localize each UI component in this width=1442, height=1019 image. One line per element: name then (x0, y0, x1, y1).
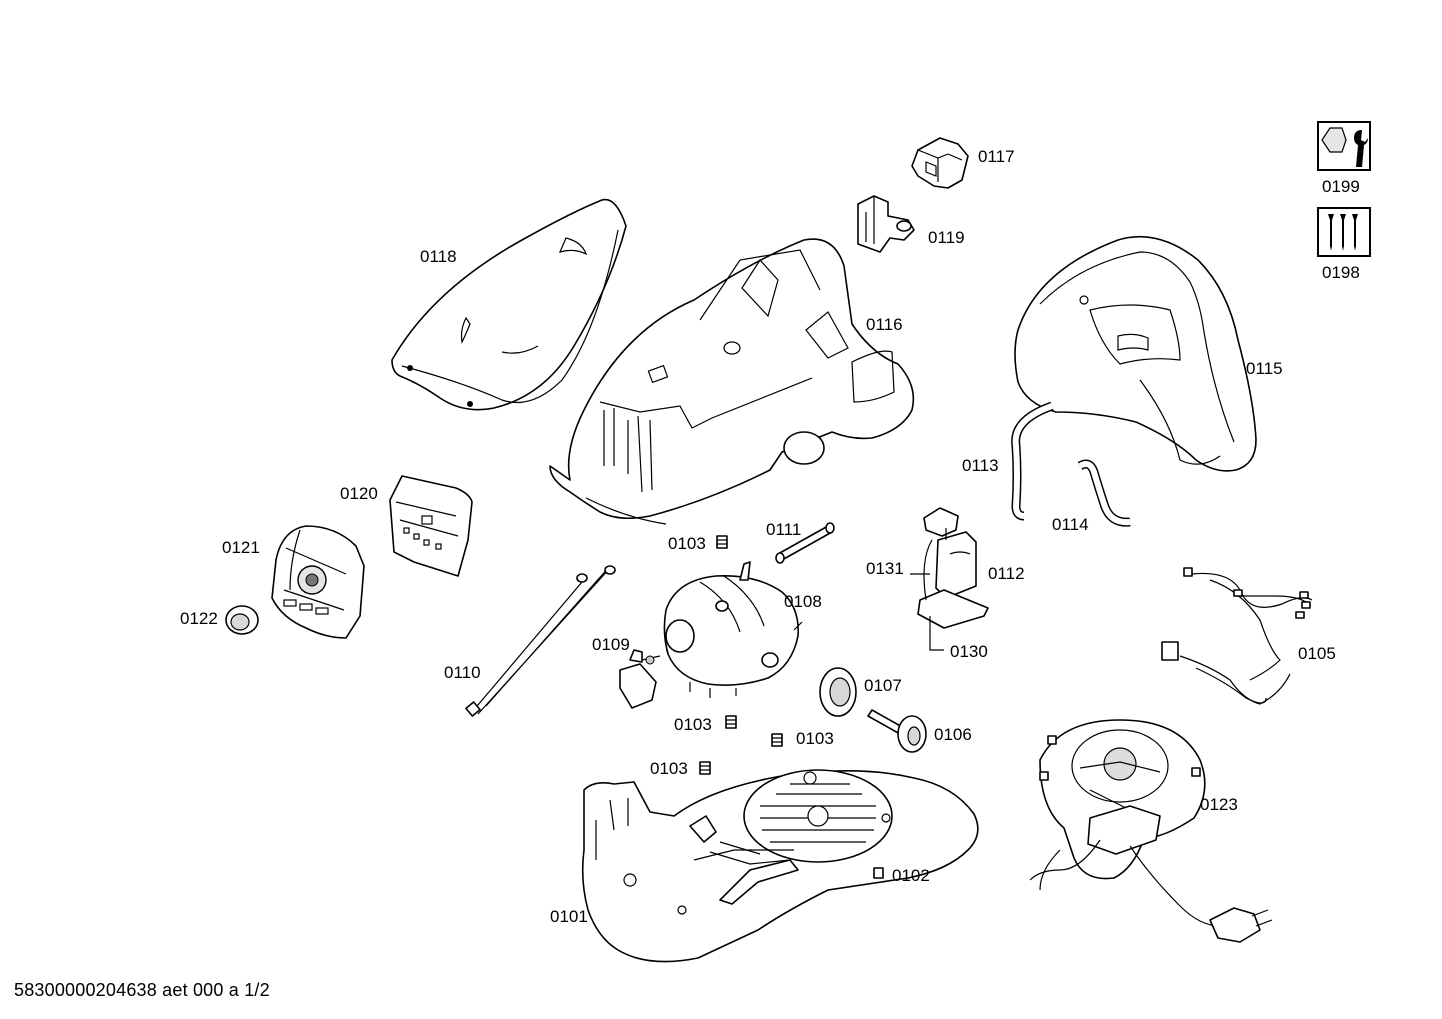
part-0109-drawing (619, 649, 661, 709)
part-0121-drawing (271, 525, 365, 639)
part-label-0130: 0130 (950, 642, 988, 661)
part-label-0101: 0101 (550, 907, 588, 926)
part-0117-drawing (911, 137, 969, 189)
part-0115-drawing (1014, 235, 1257, 472)
part-label-0123: 0123 (1200, 795, 1238, 814)
part-0103d-drawing (699, 761, 711, 775)
part-0119-drawing (857, 195, 915, 253)
part-label-0105: 0105 (1298, 644, 1336, 663)
part-label-0110: 0110 (444, 663, 481, 682)
part-label-0113: 0113 (962, 456, 999, 475)
part-label-0111: 0111 (766, 520, 801, 539)
part-0113-drawing (1011, 401, 1054, 521)
part-label-0118: 0118 (420, 247, 457, 266)
part-0122-drawing (225, 605, 259, 635)
wrench-nut-icon (1317, 121, 1371, 171)
part-label-0103-c: 0103 (796, 729, 834, 748)
part-label-0122: 0122 (180, 609, 218, 628)
part-label-0103-a: 0103 (668, 534, 706, 553)
part-label-0112: 0112 (988, 564, 1025, 583)
part-label-0108: 0108 (784, 592, 822, 611)
part-label-0102: 0102 (892, 866, 930, 885)
part-label-0103-b: 0103 (674, 715, 712, 734)
part-label-0106: 0106 (934, 725, 972, 744)
part-0106-drawing (867, 709, 927, 753)
part-label-0107: 0107 (864, 676, 902, 695)
part-0103c-drawing (771, 733, 783, 747)
part-0120-drawing (389, 475, 473, 577)
part-0105-drawing (1161, 567, 1313, 705)
part-label-0121: 0121 (222, 538, 260, 557)
tool-label-0199: 0199 (1322, 177, 1360, 196)
part-label-0120: 0120 (340, 484, 378, 503)
part-0103b-drawing (725, 715, 737, 729)
part-0111-drawing (775, 522, 835, 564)
part-label-0109: 0109 (592, 635, 630, 654)
part-0108-drawing (663, 561, 803, 698)
part-0118-drawing (391, 198, 627, 411)
part-0107-drawing (819, 667, 857, 717)
part-0123-drawing (1029, 719, 1273, 943)
leader-0130 (929, 616, 944, 651)
part-0103a-drawing (716, 535, 728, 549)
part-0102-drawing (873, 867, 884, 879)
part-0116-drawing (549, 238, 915, 525)
part-label-0116: 0116 (866, 315, 903, 334)
part-label-0103-d: 0103 (650, 759, 688, 778)
part-0101-drawing (581, 769, 979, 963)
part-0110-drawing (465, 565, 616, 717)
part-0112-drawing (917, 507, 989, 629)
part-label-0117: 0117 (978, 147, 1015, 166)
screws-icon (1317, 207, 1371, 257)
tool-label-0198: 0198 (1322, 263, 1360, 282)
part-label-0119: 0119 (928, 228, 965, 247)
part-0114-drawing (1077, 459, 1131, 527)
part-label-0114: 0114 (1052, 515, 1089, 534)
part-label-0131: 0131 (866, 559, 904, 578)
part-label-0115: 0115 (1246, 359, 1283, 378)
document-id-footer: 58300000204638 aet 000 a 1/2 (14, 980, 270, 1000)
